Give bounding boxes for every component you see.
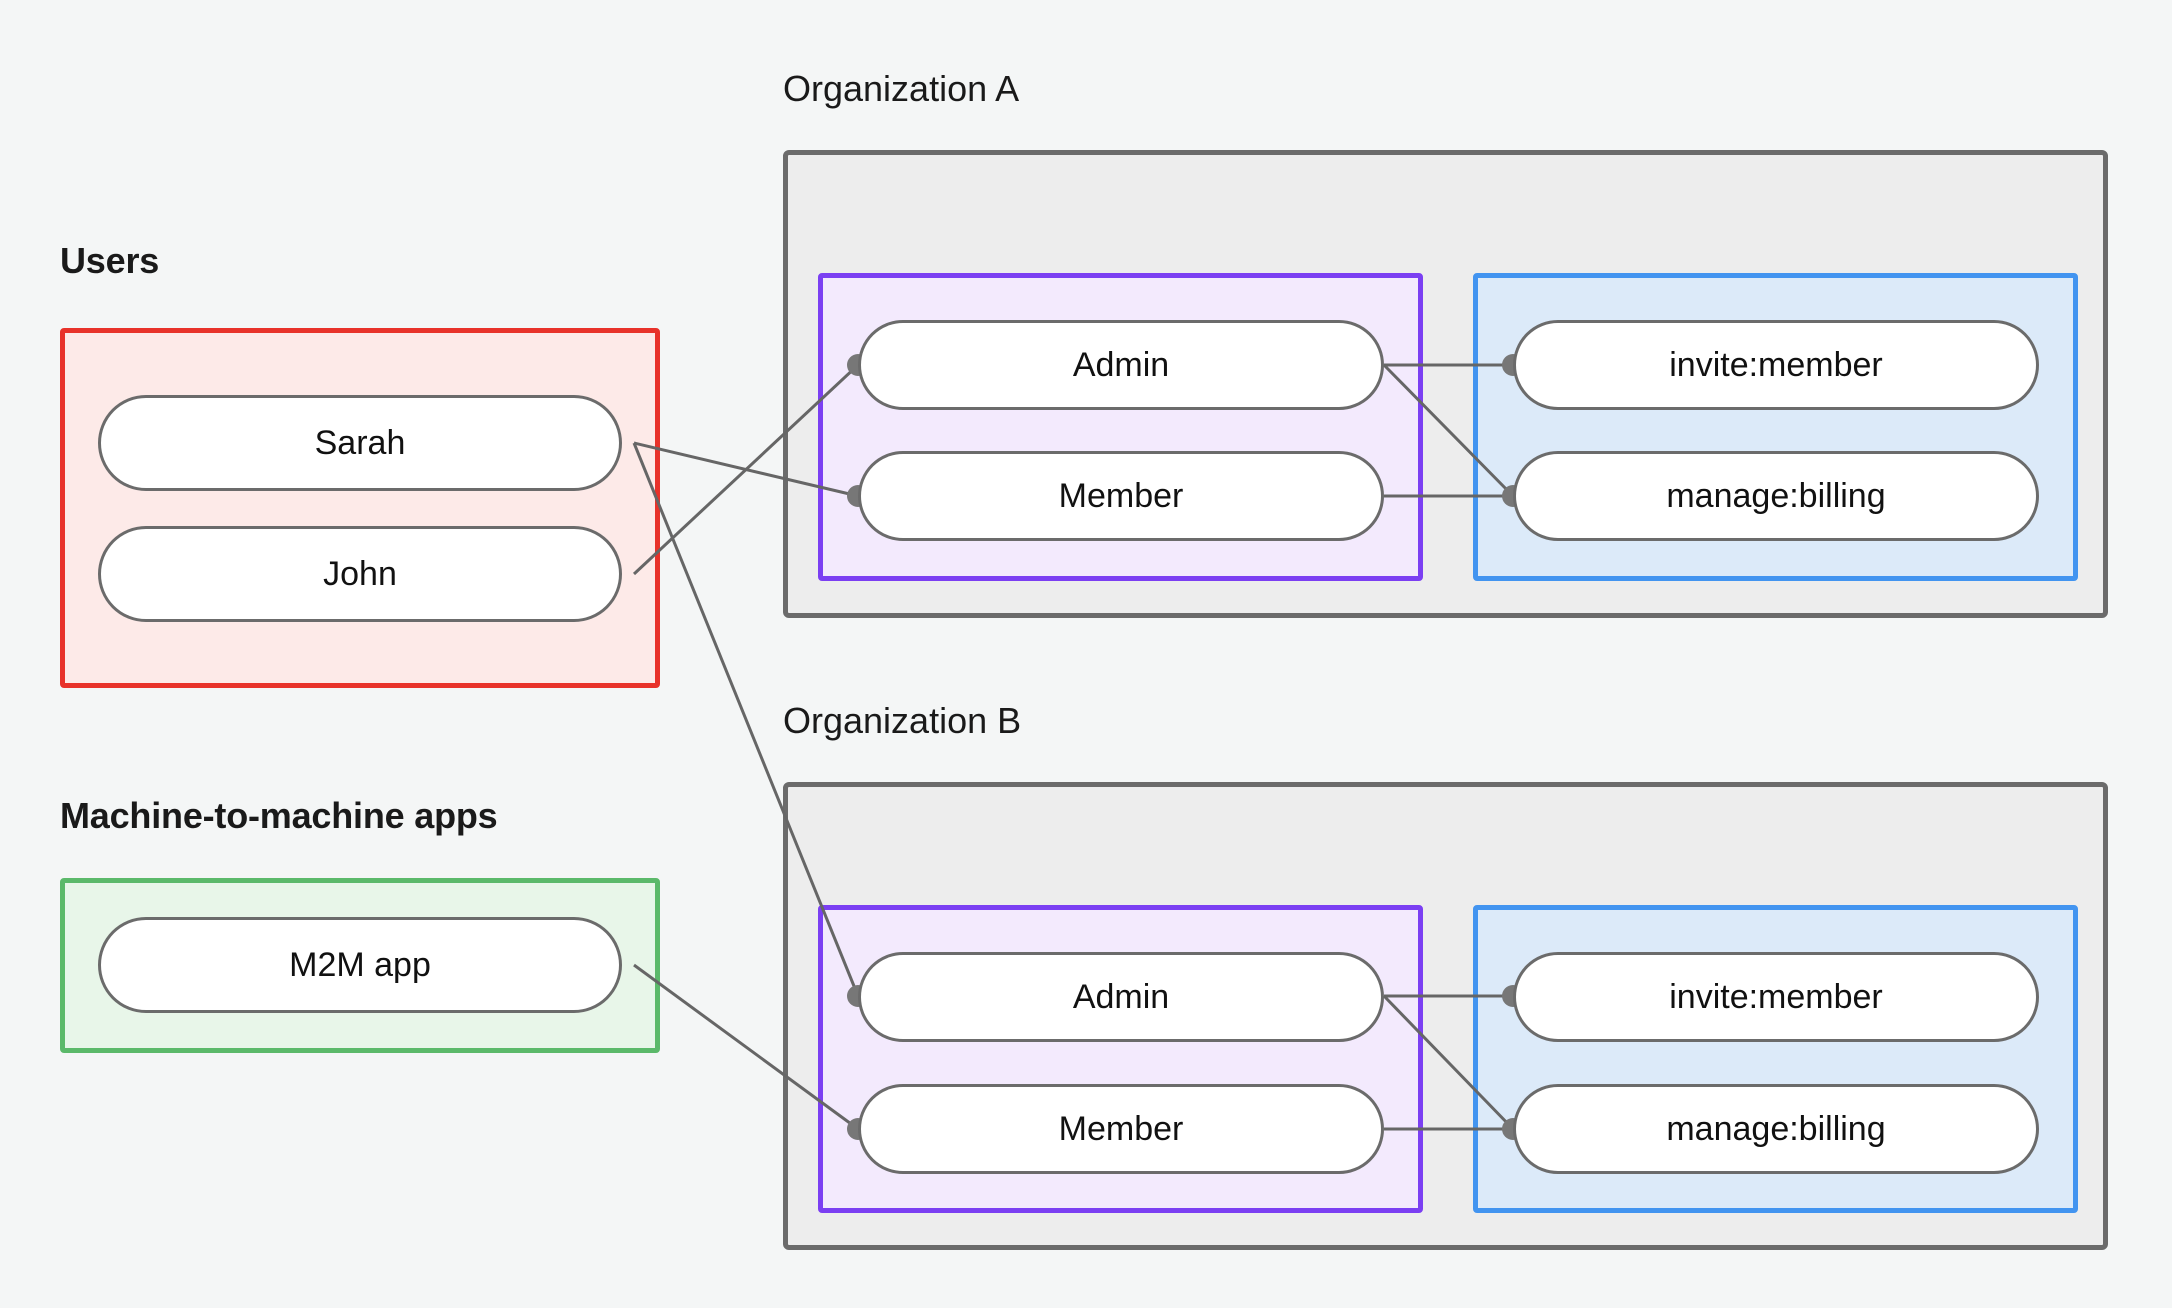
node-org-b-role-member[interactable]: Member [858, 1084, 1384, 1174]
m2m-group-caption: Machine-to-machine apps [60, 795, 498, 836]
node-org-a-permission-invite-member[interactable]: invite:member [1513, 320, 2039, 410]
node-org-a-role-member[interactable]: Member [858, 451, 1384, 541]
node-org-a-permission-manage-billing[interactable]: manage:billing [1513, 451, 2039, 541]
users-group-caption: Users [60, 240, 160, 281]
node-org-b-role-admin[interactable]: Admin [858, 952, 1384, 1042]
node-org-a-role-admin[interactable]: Admin [858, 320, 1384, 410]
node-m2m-app[interactable]: M2M app [98, 917, 622, 1013]
node-user-john[interactable]: John [98, 526, 622, 622]
org-a-label: Organization A [783, 68, 1020, 109]
node-user-sarah[interactable]: Sarah [98, 395, 622, 491]
users-group-box [60, 328, 660, 688]
node-org-b-permission-invite-member[interactable]: invite:member [1513, 952, 2039, 1042]
org-b-label: Organization B [783, 700, 1022, 741]
node-org-b-permission-manage-billing[interactable]: manage:billing [1513, 1084, 2039, 1174]
